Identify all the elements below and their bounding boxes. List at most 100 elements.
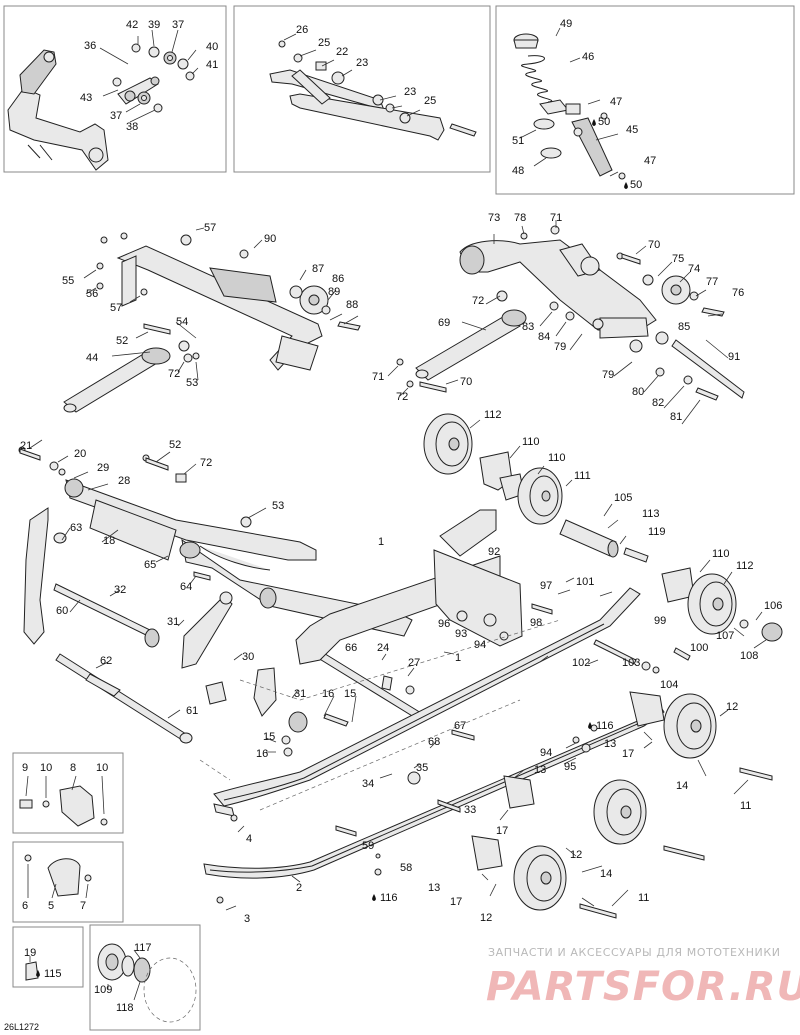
callout-107: 107 — [716, 630, 734, 642]
front-arm-assembly — [269, 33, 477, 141]
callout-32: 32 — [114, 584, 126, 596]
callout-45: 45 — [626, 124, 638, 136]
grease-drop-icon — [36, 970, 40, 977]
front-arm-and-shock-left — [63, 227, 361, 413]
rear-arm-left — [18, 439, 413, 637]
callout-23a: 23 — [356, 57, 368, 69]
callout-60: 60 — [56, 605, 68, 617]
callout-31a: 31 — [167, 616, 179, 628]
callout-105: 105 — [614, 492, 632, 504]
callout-37a: 37 — [172, 19, 184, 31]
callout-98: 98 — [530, 617, 542, 629]
callout-76: 76 — [732, 287, 744, 299]
callout-11a: 11 — [740, 800, 751, 812]
callout-86: 86 — [332, 273, 344, 285]
inset-box-wheel-bearing — [89, 924, 201, 1031]
rear-arm-link-assembly — [7, 29, 199, 171]
callout-52b: 52 — [169, 439, 181, 451]
grease-drop-icon — [372, 894, 376, 901]
callout-111: 111 — [574, 470, 591, 482]
callout-31b: 31 — [294, 688, 306, 700]
callout-23b: 23 — [404, 86, 416, 98]
callout-106: 106 — [764, 600, 782, 612]
callout-6: 6 — [22, 900, 28, 912]
slider-block-detail — [19, 775, 108, 899]
callout-110c: 110 — [712, 548, 730, 560]
callout-57b: 57 — [110, 302, 122, 314]
callout-79b: 79 — [602, 369, 614, 381]
callout-49: 49 — [560, 18, 572, 30]
callout-8: 8 — [70, 762, 76, 774]
inset-box-front-arm — [233, 5, 491, 173]
callout-71b: 71 — [372, 371, 384, 383]
callout-74: 74 — [688, 263, 700, 275]
callout-10b: 10 — [96, 762, 108, 774]
callout-112b: 112 — [736, 560, 754, 572]
callout-58: 58 — [400, 862, 412, 874]
rear-arm-and-shock-right — [387, 220, 745, 425]
callout-88: 88 — [346, 299, 358, 311]
callout-70b: 70 — [460, 376, 472, 388]
idler-wheels — [423, 413, 783, 919]
callout-10a: 10 — [40, 762, 52, 774]
callout-119: 119 — [648, 526, 666, 538]
callout-40: 40 — [206, 41, 218, 53]
callout-54: 54 — [176, 316, 188, 328]
callout-61: 61 — [186, 705, 198, 717]
callout-26: 26 — [296, 24, 308, 36]
callout-116a: 116 — [596, 720, 614, 732]
callout-14a: 14 — [676, 780, 688, 792]
inset-box-rear-arm-links — [3, 5, 227, 173]
callout-15b: 15 — [263, 731, 275, 743]
callout-101: 101 — [576, 576, 594, 588]
inset-box-shock-absorber — [495, 5, 795, 195]
callout-30: 30 — [242, 651, 254, 663]
callout-34: 34 — [362, 778, 374, 790]
inset-box-slider-block — [12, 752, 124, 834]
callout-43: 43 — [80, 92, 92, 104]
callout-85: 85 — [678, 321, 690, 333]
callout-15a: 15 — [344, 688, 356, 700]
callout-96: 96 — [438, 618, 450, 630]
callout-110a: 110 — [522, 436, 540, 448]
callout-14b: 14 — [600, 868, 612, 880]
callout-51: 51 — [512, 135, 524, 147]
callout-16a: 16 — [322, 688, 334, 700]
callout-73: 73 — [488, 212, 500, 224]
callout-labels: 21 20 29 28 18 52 72 53 63 65 64 32 60 3… — [4, 18, 782, 1032]
inset-box-wheel-cap — [12, 841, 124, 923]
callout-72c: 72 — [200, 457, 212, 469]
callout-82: 82 — [652, 397, 664, 409]
watermark-tagline: ЗАПЧАСТИ И АКСЕССУАРЫ ДЛЯ МОТОТЕХНИКИ — [488, 946, 781, 959]
callout-2: 2 — [296, 882, 302, 894]
callout-116b: 116 — [380, 892, 398, 904]
callout-90: 90 — [264, 233, 276, 245]
callout-83: 83 — [522, 321, 534, 333]
callout-87: 87 — [312, 263, 324, 275]
grease-drop-icons — [36, 119, 628, 977]
callout-52a: 52 — [116, 335, 128, 347]
callout-48: 48 — [512, 165, 524, 177]
callout-19: 19 — [24, 947, 36, 959]
callout-102: 102 — [572, 657, 590, 669]
callout-62: 62 — [100, 655, 112, 667]
callout-3: 3 — [244, 913, 250, 925]
callout-17a: 17 — [622, 748, 634, 760]
grease-fitting-detail — [25, 956, 39, 981]
callout-41: 41 — [206, 59, 218, 71]
callout-93: 93 — [455, 628, 467, 640]
callout-72b: 72 — [472, 295, 484, 307]
callout-59: 59 — [362, 840, 374, 852]
callout-70a: 70 — [648, 239, 660, 251]
callout-42: 42 — [126, 19, 138, 31]
callout-17c: 17 — [450, 896, 462, 908]
callout-13c: 13 — [428, 882, 440, 894]
callout-71a: 71 — [550, 212, 562, 224]
callout-44: 44 — [86, 352, 98, 364]
callout-77: 77 — [706, 276, 718, 288]
callout-12b: 12 — [570, 849, 582, 861]
callout-118: 118 — [116, 1002, 134, 1014]
callout-115: 115 — [44, 968, 62, 980]
callout-94b: 94 — [540, 747, 552, 759]
callout-1b: 1 — [455, 652, 461, 664]
